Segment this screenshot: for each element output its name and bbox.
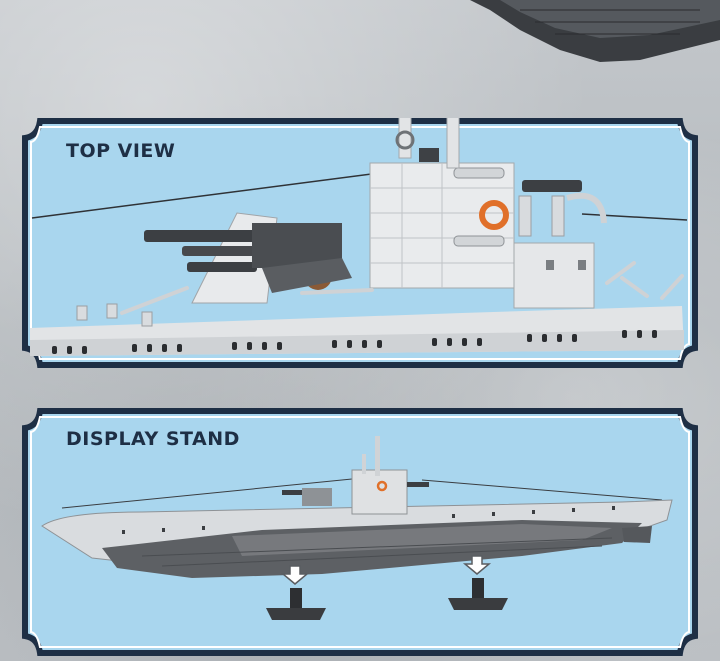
display-stands — [266, 578, 508, 620]
display-stand-panel: DISPLAY STAND — [22, 408, 698, 656]
conning-tower — [369, 118, 607, 309]
submarine-hull-top-fragment — [470, 0, 720, 62]
top-view-submarine-model — [30, 118, 688, 356]
deck-holes — [52, 330, 657, 354]
top-view-panel: TOP VIEW — [22, 118, 698, 368]
life-ring — [479, 200, 509, 230]
top-view-title: TOP VIEW — [66, 140, 176, 162]
rigging-wire — [31, 169, 403, 219]
display-stand-title: DISPLAY STAND — [66, 428, 240, 450]
display-stand-submarine-model — [41, 436, 673, 620]
deck-gun — [144, 212, 352, 304]
stand-arrows — [280, 555, 492, 585]
